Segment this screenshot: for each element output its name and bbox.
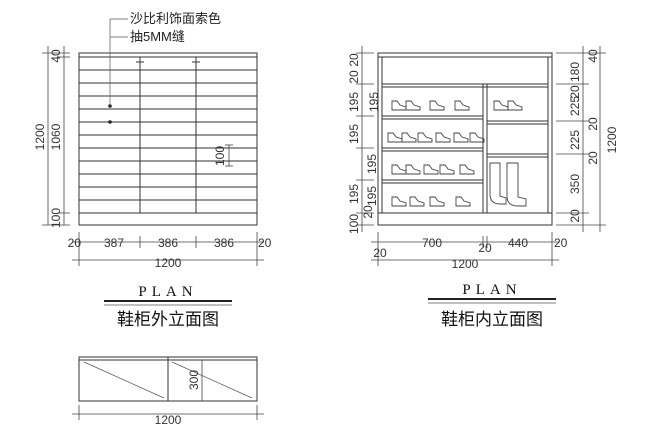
shoe-glyph — [453, 132, 469, 143]
plan-label-left: PLAN — [138, 284, 197, 300]
dim-body: 1060 — [49, 123, 63, 150]
dim-door-3: 386 — [214, 236, 234, 250]
dim-overall-height: 1200 — [33, 123, 47, 150]
shoe-glyph — [507, 100, 523, 111]
boot-1 — [489, 162, 507, 205]
shoe-glyph — [429, 196, 445, 207]
shoe-glyph — [435, 132, 451, 143]
plan-diagonal-2 — [171, 361, 253, 399]
shoe-glyph — [391, 196, 407, 207]
rv-r-dim-225-b: 225 — [568, 130, 582, 150]
shoe-glyph — [429, 100, 445, 111]
shoe-glyph — [469, 132, 485, 143]
rv-r-dim-1200: 1200 — [605, 126, 619, 153]
rv-dim-195-b: 195 — [347, 124, 361, 144]
annotation-drawer: 抽5MM缝 — [130, 29, 185, 44]
plan-dim-width: 1200 — [155, 413, 182, 427]
shoe-glyph — [439, 164, 455, 175]
rv-r-dim-40: 40 — [586, 49, 600, 63]
shoe-glyph — [455, 196, 471, 207]
shoe-glyph — [459, 164, 475, 175]
dim-total-width: 1200 — [155, 256, 182, 270]
shoe-glyph — [423, 164, 439, 175]
dim-handle: 100 — [213, 146, 227, 166]
rv-r-dim-20-a: 20 — [568, 85, 582, 99]
rv-b-dim-700: 700 — [422, 236, 442, 250]
plan-diagonal-1 — [83, 361, 165, 399]
cabinet-outline — [78, 52, 258, 226]
boots-illustration — [489, 162, 527, 207]
rv-dim-20-b: 20 — [347, 70, 361, 84]
caption-exterior: 鞋柜外立面图 — [117, 310, 219, 329]
rv-dim-195-d: 195 — [347, 184, 361, 204]
shoe-glyph — [454, 100, 470, 111]
shoe-glyph — [493, 100, 509, 111]
rv-dim-195-inner-b: 195 — [365, 186, 379, 206]
dim-right-edge: 20 — [258, 236, 272, 250]
shoe-glyph — [391, 164, 407, 175]
interior-outline — [377, 52, 553, 226]
shoe-glyph — [405, 100, 421, 111]
plan-dim-depth: 300 — [187, 370, 201, 390]
rv-b-dim-1200: 1200 — [452, 257, 479, 271]
caption-interior: 鞋柜内立面图 — [441, 310, 543, 329]
door-slats — [79, 69, 257, 201]
rv-b-dim-440: 440 — [508, 236, 528, 250]
rv-r-dim-350: 350 — [568, 174, 582, 194]
dim-left-edge: 20 — [68, 236, 82, 250]
rv-b-dim-20-left: 20 — [373, 246, 387, 260]
rv-r-dim-20-d: 20 — [568, 209, 582, 223]
shoe-glyph — [387, 132, 403, 143]
boot-2 — [506, 162, 527, 207]
rv-dim-195-a: 195 — [347, 92, 361, 112]
dim-door-1: 387 — [104, 236, 124, 250]
rv-r-dim-180: 180 — [568, 62, 582, 82]
interior-elevation: 20 20 195 195 195 195 20 100 195 195 180… — [347, 46, 619, 329]
dim-door-2: 386 — [158, 236, 178, 250]
rv-dim-20-a: 20 — [347, 53, 361, 67]
shoe-glyph — [409, 196, 425, 207]
shoe-illustrations — [387, 100, 523, 207]
dim-top: 40 — [49, 49, 63, 63]
shoe-glyph — [401, 132, 417, 143]
rv-r-dim-225-a: 225 — [568, 96, 582, 116]
exterior-elevation: 沙比利饰面索色 抽5MM缝 1200 40 1060 100 100 20 38… — [33, 11, 272, 329]
rv-r-dim-20-c: 20 — [586, 151, 600, 165]
rv-r-dim-20-b: 20 — [586, 117, 600, 131]
shoe-glyph — [391, 100, 407, 111]
marker-dot-2 — [108, 120, 112, 124]
dim-bottom: 100 — [49, 208, 63, 228]
rv-b-dim-20-right: 20 — [554, 236, 568, 250]
rv-b-dim-20-mid: 20 — [478, 241, 492, 255]
shoe-glyph — [405, 164, 421, 175]
rv-dim-20-c: 20 — [361, 205, 375, 219]
rv-dim-100: 100 — [347, 214, 361, 234]
annotation-material: 沙比利饰面索色 — [130, 11, 221, 26]
plan-view: 300 1200 — [72, 356, 264, 427]
shoe-glyph — [417, 132, 433, 143]
rv-dim-195-inner-a: 195 — [367, 92, 381, 112]
plan-label-right: PLAN — [462, 282, 521, 298]
rv-dim-195-c: 195 — [365, 154, 379, 174]
